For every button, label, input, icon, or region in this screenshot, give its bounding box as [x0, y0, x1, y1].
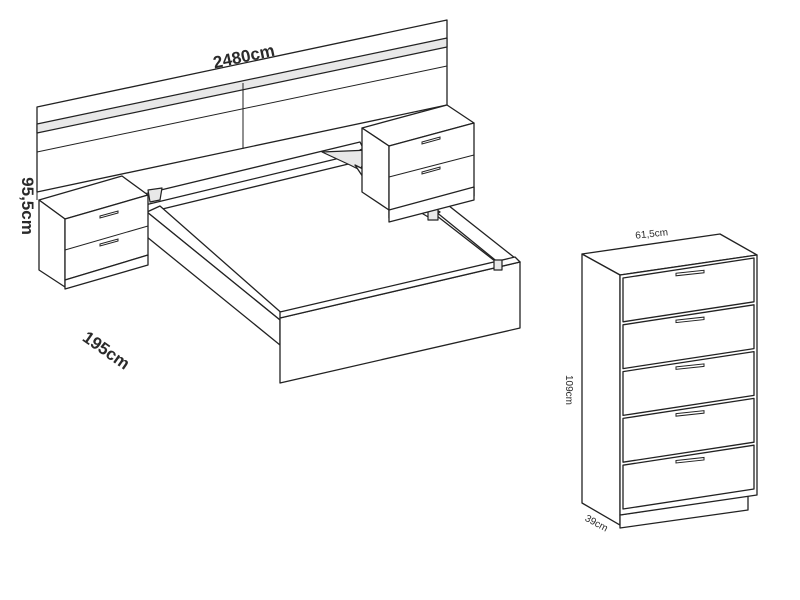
chest-height-label: 109cm	[563, 375, 574, 405]
bed-height-label: 95,5cm	[18, 177, 37, 235]
chest-width-label: 61,5cm	[635, 227, 669, 241]
drawer-handle	[675, 456, 705, 464]
left-nightstand	[38, 175, 149, 290]
drawer-front	[622, 444, 755, 510]
drawer-handle	[675, 269, 705, 277]
drawer-handle	[675, 410, 705, 417]
drawer-handle	[675, 363, 705, 370]
right-nightstand	[361, 104, 475, 223]
headboard	[36, 19, 448, 200]
drawer-stack	[622, 257, 755, 510]
drawer-front	[622, 350, 755, 417]
bed-length-label: 195cm	[79, 328, 133, 374]
drawer-front	[622, 257, 755, 323]
chest-of-drawers-drawing: 61,5cm 109cm 39cm	[563, 227, 758, 534]
bed-set-drawing: 2480cm 95,5cm 195cm	[18, 19, 521, 384]
drawer-handle	[675, 316, 705, 324]
drawer-front	[622, 397, 755, 463]
drawer-front	[622, 304, 755, 370]
